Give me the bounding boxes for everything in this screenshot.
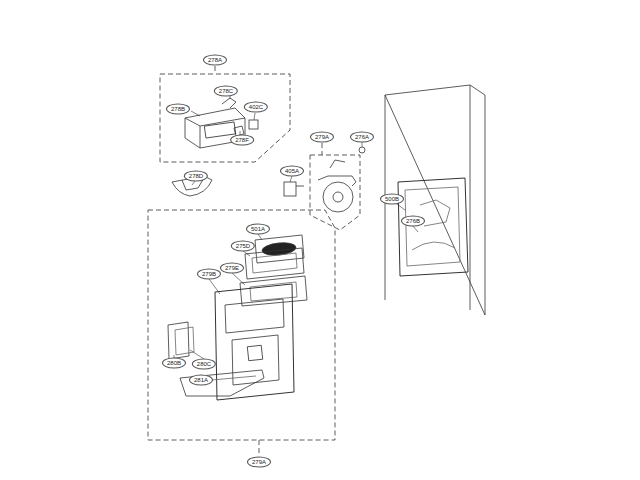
callout-number: 278D bbox=[184, 171, 208, 182]
callout-number: 278C bbox=[214, 86, 238, 97]
callout-number: 402C bbox=[244, 102, 268, 113]
callout-number: 278B bbox=[166, 104, 190, 115]
callout-number: 279E bbox=[220, 263, 244, 274]
callout-number: 279B bbox=[197, 269, 221, 280]
callout-number: 281A bbox=[189, 375, 213, 386]
callout-number: 501A bbox=[246, 224, 270, 235]
leader-line bbox=[174, 96, 418, 381]
group-outline bbox=[148, 66, 360, 456]
callout-number: 275D bbox=[231, 241, 255, 252]
callout-number: 278A bbox=[203, 55, 227, 66]
callout-number: 276B bbox=[401, 216, 425, 227]
callout-number: 279A bbox=[247, 457, 271, 468]
callout-number: 278F bbox=[230, 135, 254, 146]
callout-number: 500B bbox=[380, 194, 404, 205]
callout-number: 280B bbox=[162, 358, 186, 369]
callout-number: 280C bbox=[192, 359, 216, 370]
callout-number: 276A bbox=[350, 132, 374, 143]
callout-number: 405A bbox=[280, 166, 304, 177]
callout-number: 279A bbox=[310, 132, 334, 143]
